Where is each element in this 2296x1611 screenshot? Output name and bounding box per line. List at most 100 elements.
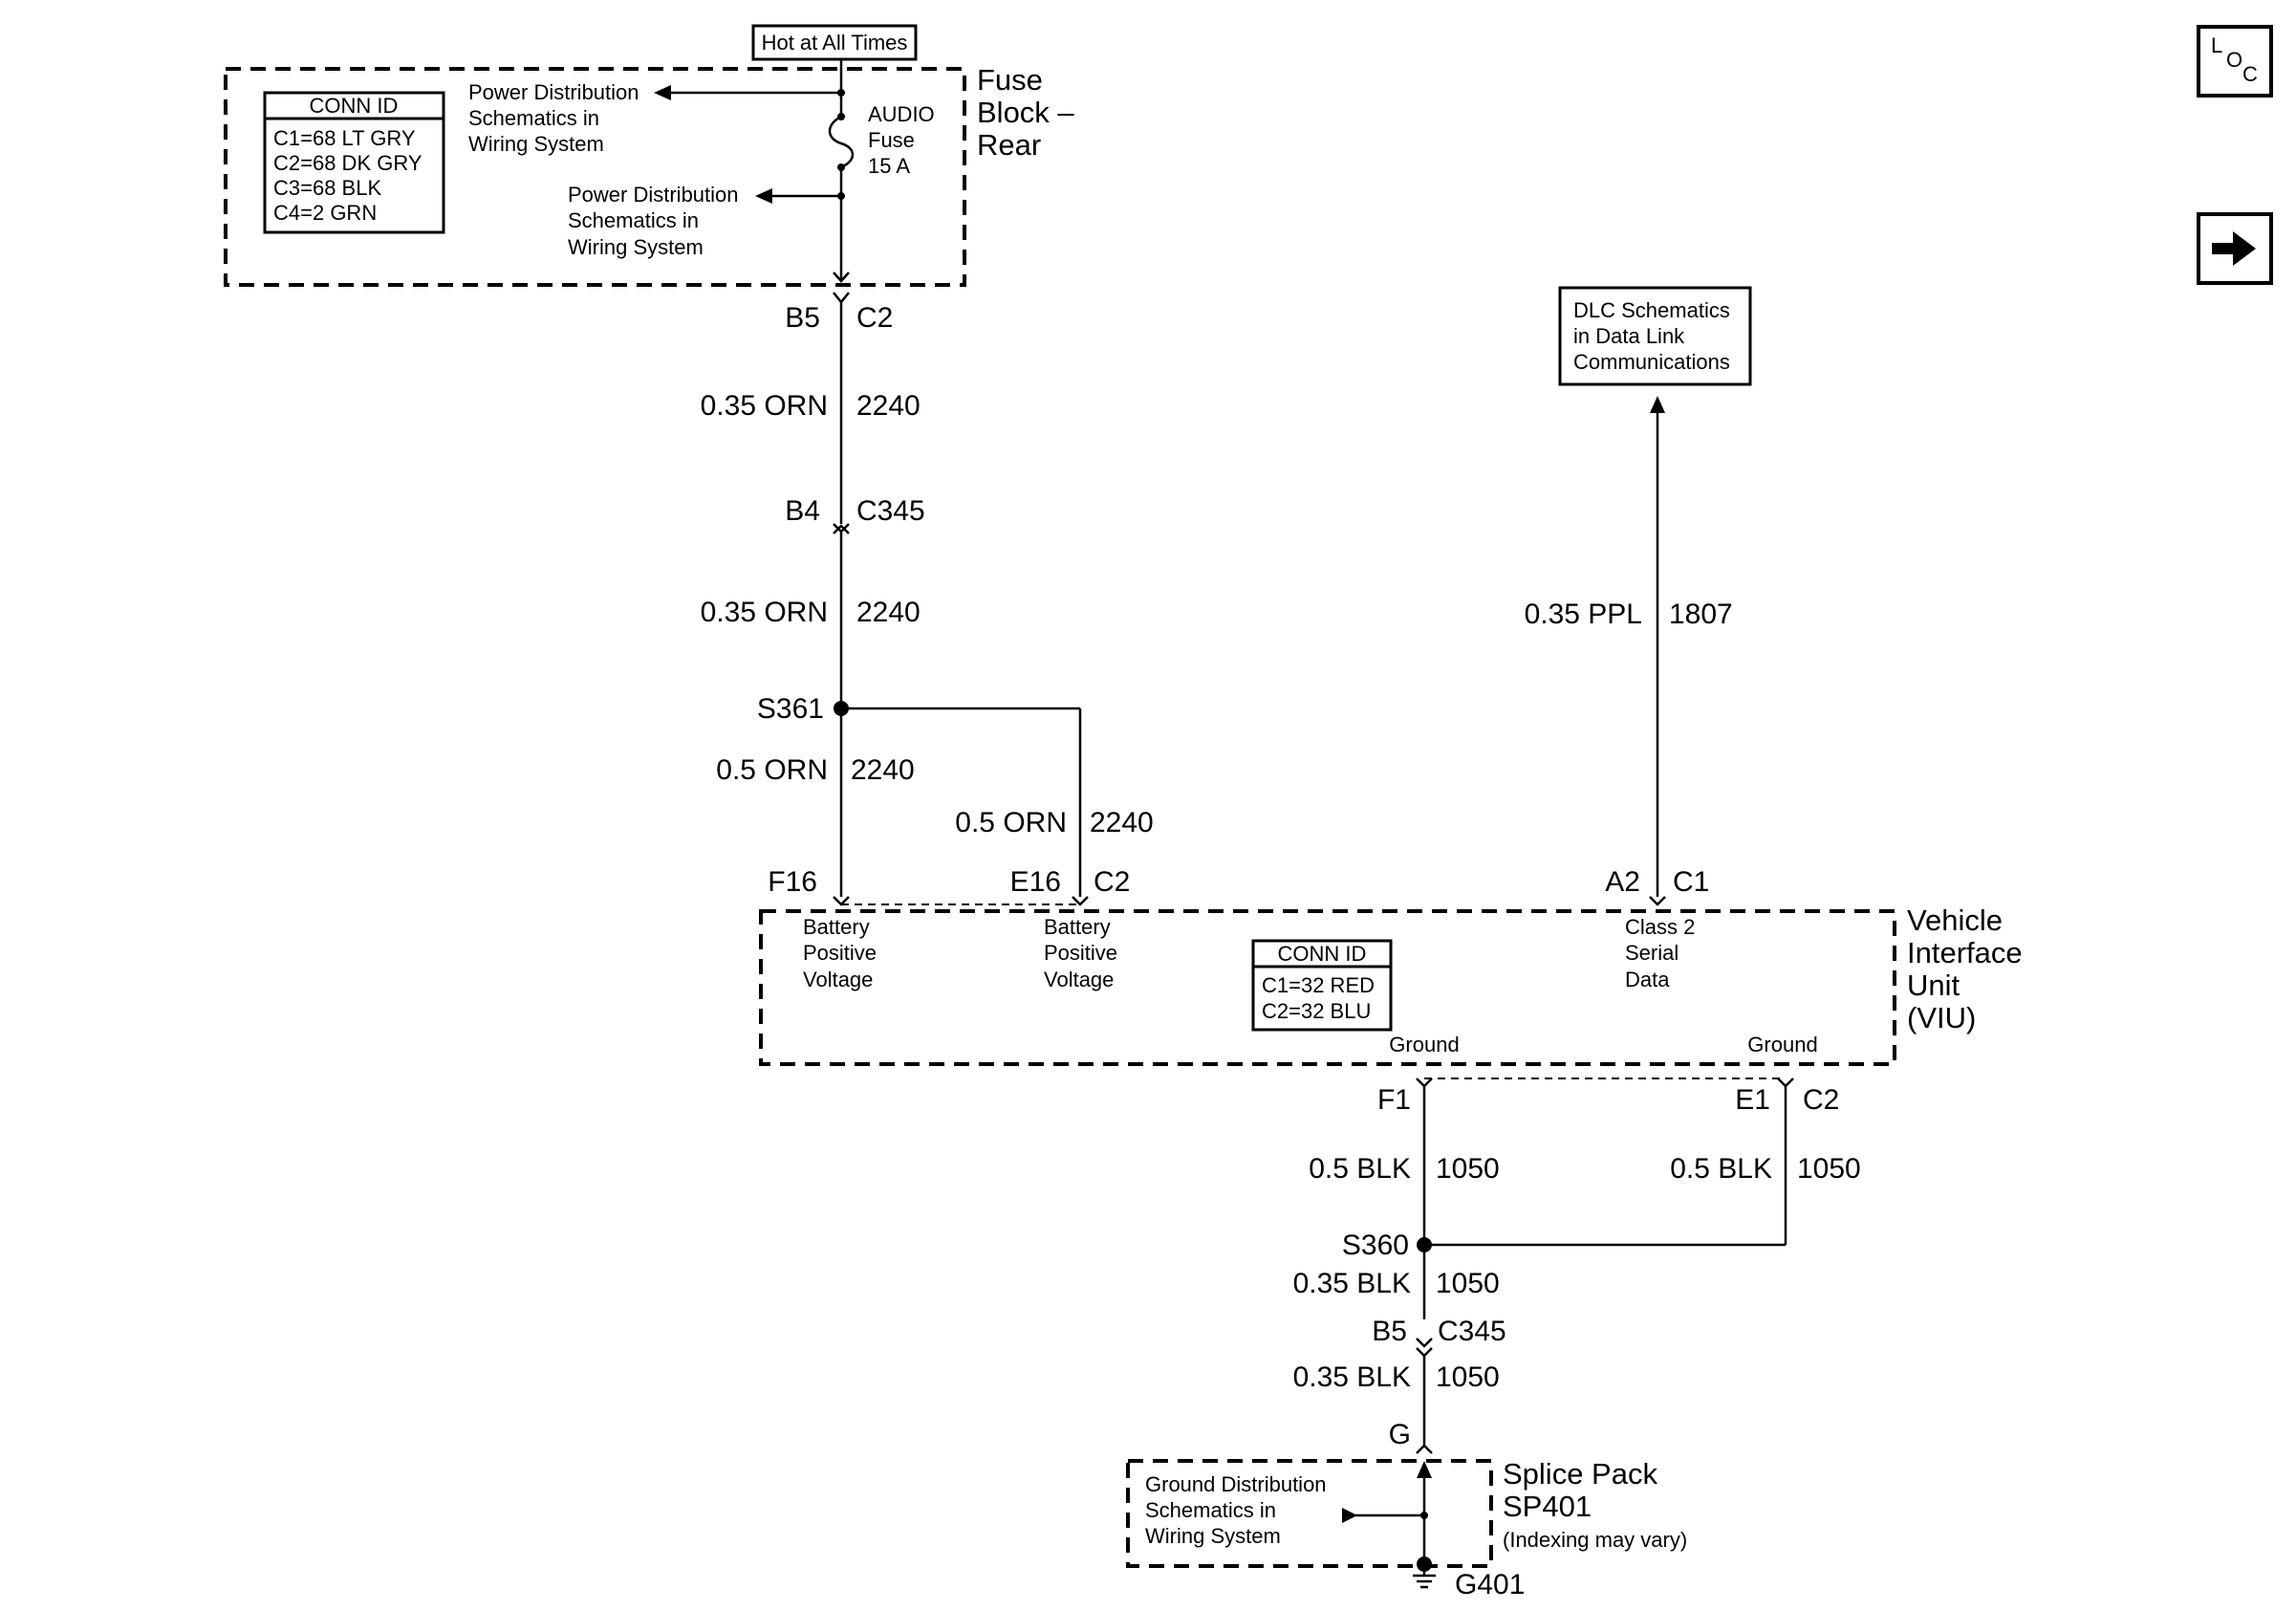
loc-label-l: L — [2211, 33, 2222, 57]
ground-g401-label: G401 — [1455, 1569, 1525, 1600]
audio-fuse-label: 15 A — [868, 154, 910, 178]
power-distribution-ref-1[interactable]: Wiring System — [468, 132, 604, 156]
power-distribution-ref-1[interactable]: Power Distribution — [468, 80, 639, 104]
wire-gauge-label: 0.35 BLK — [1293, 1361, 1411, 1393]
vehicle-interface-unit-outline — [759, 909, 1896, 1066]
pin-g-label: G — [1389, 1419, 1411, 1450]
wire-gauge-label: 0.35 PPL — [1525, 599, 1642, 630]
splice-s361-label: S361 — [757, 693, 824, 725]
fuse-conn-id-row: C4=2 GRN — [273, 201, 377, 225]
dlc-schematics-label: Communications — [1573, 350, 1730, 374]
fuse-conn-id-row: C2=68 DK GRY — [273, 151, 422, 175]
connector-symbol — [1072, 896, 1089, 906]
fuse-block-title-3: Rear — [977, 128, 1041, 162]
arrow-right-icon — [2212, 231, 2256, 266]
connector-c1-label: C1 — [1673, 866, 1709, 898]
circuit-number-label: 2240 — [1090, 807, 1154, 838]
arrow-up-icon — [1650, 396, 1665, 413]
connector-c345-label: C345 — [856, 495, 925, 527]
splice-s360 — [1417, 1237, 1432, 1252]
ground-distribution-ref[interactable]: Ground Distribution — [1145, 1472, 1327, 1496]
power-distribution-ref-1[interactable]: Schematics in — [468, 106, 599, 130]
class-2-serial-data-label: Data — [1625, 968, 1670, 991]
pin-b4-label: B4 — [785, 495, 820, 527]
arrow-left-icon — [654, 85, 671, 100]
splice-pack-sp401-outline — [1126, 1459, 1493, 1568]
battery-positive-voltage-label: Voltage — [1044, 968, 1114, 991]
power-distribution-ref-2[interactable]: Schematics in — [568, 208, 699, 232]
connector-symbol — [1416, 1338, 1433, 1358]
hot-at-all-times-box — [751, 24, 918, 61]
ground-distribution-ref[interactable]: Wiring System — [1145, 1524, 1281, 1548]
circuit-number-label: 1050 — [1797, 1153, 1861, 1185]
ground-label: Ground — [1389, 1033, 1459, 1056]
ground-icon — [1413, 1564, 1436, 1589]
power-distribution-ref-2[interactable]: Wiring System — [568, 235, 704, 259]
battery-positive-voltage-label: Positive — [1044, 941, 1117, 965]
connector-symbol — [1649, 896, 1666, 906]
loc-label-c: C — [2242, 62, 2258, 86]
wire-gauge-label: 0.35 ORN — [701, 597, 828, 628]
ground-distribution-ref[interactable]: Schematics in — [1145, 1498, 1276, 1522]
pin-b5-label: B5 — [1372, 1316, 1407, 1347]
connector-symbol — [1416, 1444, 1433, 1454]
circuit-number-label: 1050 — [1436, 1268, 1500, 1299]
battery-positive-voltage-label: Battery — [1044, 915, 1111, 939]
fuse-block-rear-outline — [224, 67, 966, 287]
circuit-number-label: 2240 — [856, 597, 921, 628]
circuit-number-label: 2240 — [856, 390, 921, 422]
next-page-button[interactable] — [2197, 212, 2273, 285]
splice-pack-note: (Indexing may vary) — [1503, 1528, 1687, 1552]
pin-b5-label: B5 — [785, 302, 820, 334]
circuit-number-label: 1807 — [1669, 599, 1733, 630]
dlc-schematics-label: in Data Link — [1573, 324, 1685, 348]
fuse-conn-id-title: CONN ID — [310, 94, 399, 118]
ground-label: Ground — [1747, 1033, 1817, 1056]
fuse-block-conn-id-table: CONN ID C1=68 LT GRY C2=68 DK GRY C3=68 … — [263, 91, 445, 234]
connector-symbol — [1416, 1078, 1433, 1088]
viu-conn-id-table: CONN ID C1=32 RED C2=32 BLU — [1251, 939, 1393, 1032]
class-2-serial-data-label: Serial — [1625, 941, 1679, 965]
pin-e1-label: E1 — [1735, 1084, 1770, 1116]
viu-conn-id-title: CONN ID — [1278, 942, 1367, 966]
wire-gauge-label: 0.5 BLK — [1309, 1153, 1411, 1185]
connector-symbol — [833, 896, 850, 906]
arrow-right-icon — [1342, 1508, 1357, 1523]
wire-gauge-label: 0.5 ORN — [955, 807, 1067, 838]
circuit-number-label: 2240 — [851, 754, 915, 786]
viu-title: Unit — [1907, 969, 1960, 1002]
fuse-conn-id-row: C3=68 BLK — [273, 176, 381, 200]
fuse-block-title-2: Block – — [977, 96, 1074, 129]
fuse-icon — [828, 115, 855, 169]
viu-title: (VIU) — [1907, 1001, 1976, 1034]
audio-fuse-label: AUDIO — [868, 102, 935, 126]
dlc-schematics-label: DLC Schematics — [1573, 298, 1730, 322]
splice-pack-title: Splice Pack — [1503, 1457, 1657, 1491]
battery-positive-voltage-label: Voltage — [803, 968, 873, 991]
viu-conn-id-row: C1=32 RED — [1262, 973, 1375, 997]
connector-c345-label: C345 — [1438, 1316, 1506, 1347]
wire-gauge-label: 0.5 ORN — [716, 754, 828, 786]
arrow-left-icon — [755, 188, 772, 204]
dlc-schematics-box[interactable] — [1558, 286, 1752, 386]
pin-f1-label: F1 — [1377, 1084, 1411, 1116]
viu-title: Vehicle — [1907, 903, 2003, 937]
pin-f16-label: F16 — [768, 866, 817, 898]
wire-gauge-label: 0.35 ORN — [701, 390, 828, 422]
pin-a2-label: A2 — [1605, 866, 1640, 898]
connector-c2-label: C2 — [1094, 866, 1130, 898]
wire-gauge-label: 0.5 BLK — [1670, 1153, 1772, 1185]
circuit-number-label: 1050 — [1436, 1153, 1500, 1185]
arrow-up-icon — [1417, 1461, 1432, 1478]
pin-e16-label: E16 — [1010, 866, 1061, 898]
connector-c2-label: C2 — [856, 302, 893, 334]
power-distribution-ref-2[interactable]: Power Distribution — [568, 183, 739, 207]
loc-button[interactable]: L O C — [2197, 25, 2273, 98]
class-2-serial-data-label: Class 2 — [1625, 915, 1695, 939]
circuit-number-label: 1050 — [1436, 1361, 1500, 1393]
audio-fuse-label: Fuse — [868, 128, 915, 152]
splice-pack-title: SP401 — [1503, 1490, 1592, 1523]
battery-positive-voltage-label: Positive — [803, 941, 877, 965]
hot-at-all-times-label: Hot at All Times — [762, 31, 908, 54]
